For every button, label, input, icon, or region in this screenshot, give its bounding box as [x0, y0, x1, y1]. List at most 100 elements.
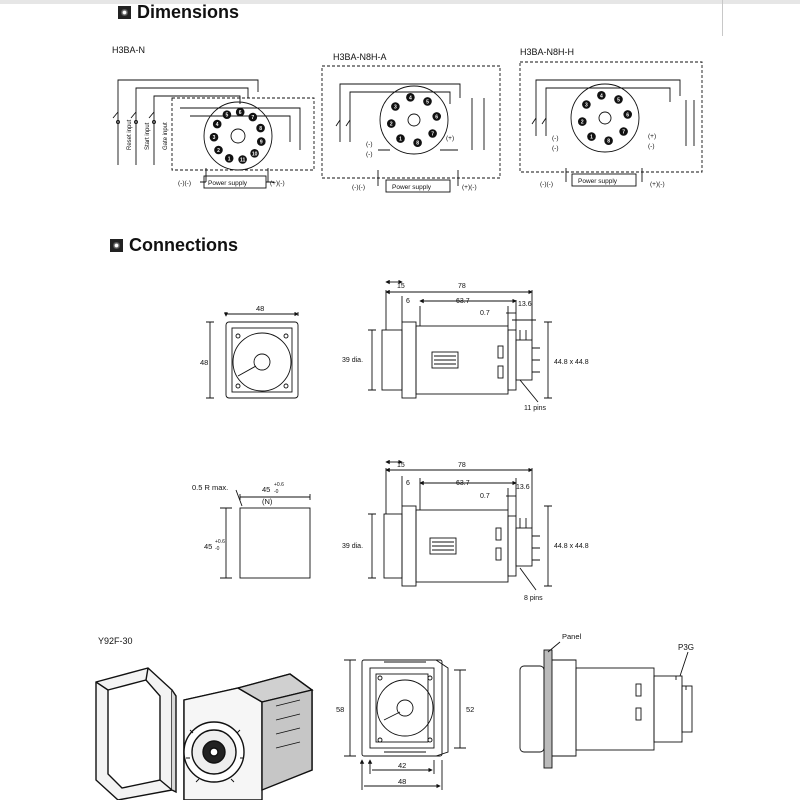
side11-sq: 44.8 x 44.8 — [554, 359, 589, 366]
top-rule — [0, 0, 800, 4]
n8h-a-side-neg2: (-) — [366, 151, 373, 158]
n8h-a-power-label: Power supply — [392, 184, 432, 191]
h3ba-n-title: H3BA-N — [112, 45, 145, 55]
socket-pin-number: 3 — [585, 103, 588, 109]
cutout-radius: 0.5 R max. — [192, 483, 228, 492]
side11-d136: 13.6 — [518, 301, 532, 308]
side8-d15: 15 — [397, 462, 405, 469]
side8-d637: 63.7 — [456, 480, 470, 487]
socket-pin-number: 7 — [622, 130, 625, 136]
socket-pin — [391, 102, 400, 111]
socket-pin — [623, 110, 632, 119]
side8-pins: 8 pins — [524, 595, 543, 602]
side8-d136: 13.6 — [516, 484, 530, 491]
n8h-a-side-pos: (+) — [446, 135, 454, 142]
panel-label: Panel — [562, 632, 582, 641]
socket-pin — [212, 119, 222, 129]
side11-d78: 78 — [458, 283, 466, 290]
socket-pin-number: 10 — [252, 151, 258, 157]
panel-front-d48: 48 — [398, 777, 406, 786]
timer-illustration — [183, 673, 314, 800]
front-height-label: 48 — [200, 358, 208, 367]
front-width-label: 48 — [256, 304, 264, 313]
side-view-11pin — [368, 279, 552, 403]
socket-pin-number: 1 — [228, 156, 231, 162]
y92f-adapter-illustration — [95, 667, 177, 800]
y92f-title: Y92F-30 — [98, 636, 133, 646]
socket-pin — [432, 112, 442, 121]
socket-pin — [614, 95, 623, 104]
side11-d6: 6 — [406, 298, 410, 305]
side11-d637: 63.7 — [456, 298, 470, 305]
cutout-n: (N) — [262, 497, 273, 506]
start-input-label: Start input — [145, 122, 151, 150]
gate-input-label: Gate input — [163, 122, 169, 150]
socket-pin-number: 11 — [240, 158, 246, 164]
socket-pin — [387, 119, 396, 128]
socket-pin — [238, 155, 247, 164]
section-bullet-icon — [118, 6, 131, 19]
h3ba-n-pos-label: (+)(-) — [270, 180, 285, 187]
h3ba-n8h-a-socket — [379, 85, 449, 155]
socket-pin-number: 7 — [251, 115, 254, 121]
n8h-a-side-neg: (-) — [366, 141, 373, 148]
socket-pin-number: 3 — [394, 105, 397, 111]
h3ba-n8h-a-title: H3BA-N8H-A — [333, 52, 387, 62]
panel-front-d42: 42 — [398, 761, 406, 770]
n8h-a-neg-label: (-)(-) — [352, 184, 365, 191]
socket-pin-number: 1 — [590, 135, 593, 141]
h3ba-n-socket — [203, 101, 273, 171]
cutout-height-tol2: -0 — [215, 546, 220, 552]
n8h-h-side-neg: (-) — [552, 135, 559, 142]
panel-mount-front — [344, 659, 466, 790]
wiring-h3ba-n: H3BA-N — [112, 45, 315, 189]
cutout-width-tol: +0.6 — [274, 482, 284, 488]
side11-pins: 11 pins — [524, 405, 547, 412]
socket-pin — [619, 127, 628, 136]
socket-pin — [597, 91, 606, 100]
side8-d78: 78 — [458, 462, 466, 469]
socket-pin-number: 3 — [213, 135, 216, 141]
h3ba-n8h-h-socket — [570, 83, 640, 153]
dimensions-title: Dimensions — [137, 2, 240, 22]
socket-pin — [209, 132, 219, 142]
connections-heading: Connections — [110, 235, 238, 256]
panel-front-d58: 58 — [336, 705, 344, 714]
socket-pin-number: 7 — [431, 132, 434, 138]
side8-d07: 0.7 — [480, 493, 490, 500]
socket-pin-number: 6 — [239, 110, 242, 116]
socket-pin — [214, 145, 223, 155]
side-view-8pin — [368, 459, 552, 591]
socket-pin-number: 8 — [416, 141, 419, 147]
n8h-h-side-pos: (+) — [648, 133, 656, 140]
panel-cutout — [220, 489, 311, 579]
socket-pin-number: 1 — [399, 137, 402, 143]
wiring-h3ba-n8h-h: H3BA-N8H-H — [519, 47, 703, 187]
dimensions-heading: Dimensions — [118, 2, 239, 23]
side11-d15: 15 — [397, 283, 405, 290]
socket-pin-number: 5 — [226, 113, 229, 119]
section-bullet-icon — [110, 239, 123, 252]
h3ba-n-neg-label: (-)(-) — [178, 180, 191, 187]
n8h-h-side-neg2: (-) — [552, 145, 559, 152]
socket-pin — [256, 123, 265, 133]
socket-pin — [248, 112, 258, 122]
socket-label: P3G — [678, 643, 694, 652]
reset-input-label: Reset input — [127, 119, 133, 150]
cutout-width: 45 — [262, 485, 270, 494]
cutout-height: 45 — [204, 542, 212, 551]
n8h-h-side-neg3: (-) — [648, 143, 655, 150]
side8-dia: 39 dia. — [342, 543, 363, 550]
socket-pin-number: 4 — [409, 95, 412, 101]
socket-pin-number: 2 — [581, 120, 584, 126]
side11-d07: 0.7 — [480, 310, 490, 317]
cutout-width-tol2: -0 — [274, 489, 279, 495]
socket-pin — [423, 97, 432, 106]
socket-pin — [222, 110, 232, 119]
h3ba-n-power-label: Power supply — [208, 180, 248, 187]
socket-pin-number: 8 — [607, 139, 610, 145]
